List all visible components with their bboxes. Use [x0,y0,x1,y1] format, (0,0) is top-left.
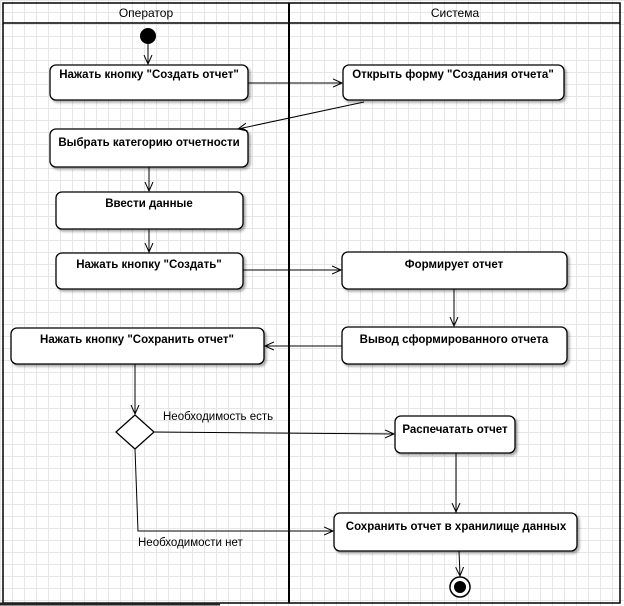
node-open-form: Открыть форму "Создания отчета" [342,64,565,101]
node-forms-report: Формирует отчет [341,251,568,290]
node-select-category: Выбрать категорию отчетности [49,128,249,168]
edge-decision-to-print [153,432,394,434]
edge-decision-to-save-storage [134,448,333,531]
svg-text:Нажать кнопку "Создать": Нажать кнопку "Создать" [76,259,222,271]
node-press-create-report: Нажать кнопку "Создать отчет" [49,64,249,101]
edge-save-storage-to-final [459,550,460,576]
node-output-report: Вывод сформированного отчета [341,326,568,365]
lane-title-system: Система [431,6,480,20]
svg-text:Нажать кнопку "Создать отчет": Нажать кнопку "Создать отчет" [59,69,239,81]
guard-needed-label: Необходимость есть [163,411,273,423]
initial-node [140,28,156,44]
lane-title-operator: Оператор [119,6,174,20]
svg-text:Сохранить отчет в хранилище да: Сохранить отчет в хранилище данных [346,521,567,533]
node-print-report: Распечатать отчет [394,415,516,454]
svg-text:Вывод сформированного отчета: Вывод сформированного отчета [360,334,549,346]
svg-text:Формирует отчет: Формирует отчет [405,259,504,271]
svg-text:Ввести данные: Ввести данные [105,198,193,210]
final-node [449,576,471,598]
svg-text:Распечатать отчет: Распечатать отчет [402,424,508,436]
edge-open-form-to-select-category [238,101,365,129]
svg-text:Нажать кнопку "Сохранить отчет: Нажать кнопку "Сохранить отчет" [40,334,234,346]
svg-text:Выбрать категорию отчетности: Выбрать категорию отчетности [58,137,239,149]
decision-node [115,414,155,450]
guard-not-needed-label: Необходимости нет [138,537,244,549]
node-press-create: Нажать кнопку "Создать" [55,252,244,290]
node-save-to-storage: Сохранить отчет в хранилище данных [333,512,578,552]
node-enter-data: Ввести данные [55,191,244,230]
node-save-report-button: Нажать кнопку "Сохранить отчет" [10,327,265,365]
svg-text:Открыть форму "Создания отчета: Открыть форму "Создания отчета" [352,69,554,81]
